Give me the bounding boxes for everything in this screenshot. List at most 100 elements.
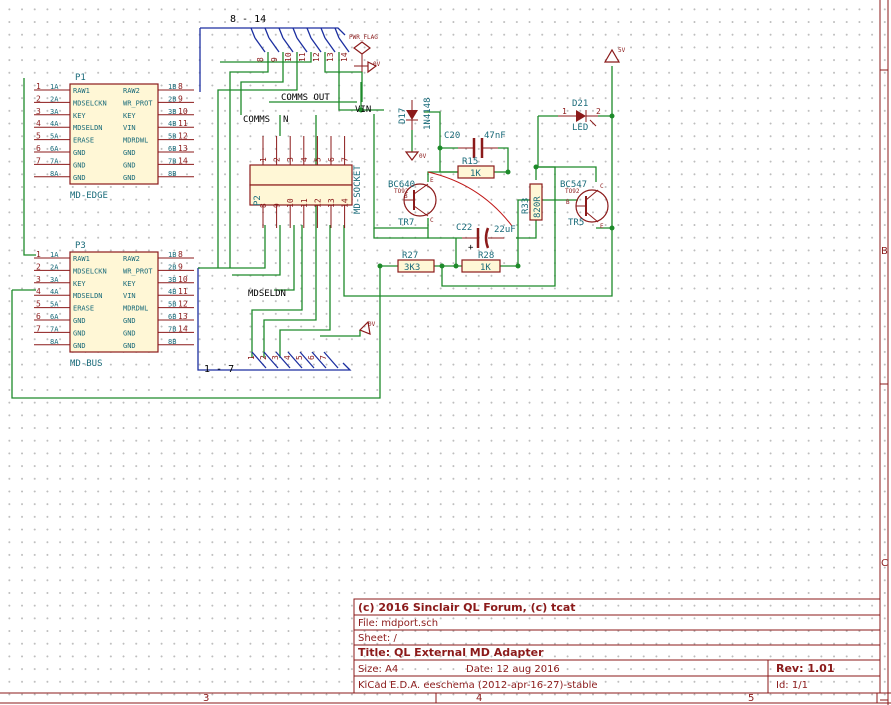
p3-left-pin-letter: 6A xyxy=(50,313,59,321)
gnd-d17-label: 0V xyxy=(419,153,427,160)
p3-left-pin-letter: 3A xyxy=(50,276,59,284)
resistor-r33[interactable]: R33 820R xyxy=(521,183,543,221)
r27-value: 3K3 xyxy=(404,263,420,273)
p3-left-pin-name: GND xyxy=(73,342,86,350)
p1-right-pin-name: GND xyxy=(123,161,136,169)
p3-right-pin-letter: 7B xyxy=(168,325,176,333)
capacitor-c22[interactable]: C22 22uF + xyxy=(456,223,516,253)
diode-d17[interactable]: D17 1N4148 xyxy=(398,97,433,130)
tr7-pin-c: C xyxy=(430,217,434,224)
d17-ref: D17 xyxy=(398,108,408,124)
sheet-path: Sheet: / xyxy=(358,633,397,644)
p2-bottom-pin: 11 xyxy=(300,198,309,208)
resistor-r27[interactable]: R27 3K3 xyxy=(397,251,435,273)
p3-left-pin-name: KEY xyxy=(73,280,86,288)
p1-left-pin-letter: 1A xyxy=(50,83,59,91)
net-label-mdseldn: MDSELDN xyxy=(248,289,286,299)
p2-top-pin: 4 xyxy=(300,157,309,162)
p1-left-pin-letter: 2A xyxy=(50,95,59,103)
p3-right-pin-name: GND xyxy=(123,317,136,325)
p1-left-pin-number: 6 xyxy=(36,144,41,153)
p1-left-pin-number: 7 xyxy=(36,156,41,165)
bus-wires: 8 - 14 1 - 7 xyxy=(197,14,352,375)
net-label-vin: VIN xyxy=(355,105,371,115)
tr7-pin-b: B xyxy=(404,193,408,200)
p1-right-pin-number: 9 xyxy=(178,94,183,103)
p3-right-pin-number: 14 xyxy=(178,324,188,333)
p1-right-pin-number: 8 xyxy=(178,82,183,91)
resistor-r28[interactable]: R28 1K xyxy=(461,251,501,273)
p3-right-pin-name: GND xyxy=(123,329,136,337)
capacitor-c20[interactable]: C20 47nF xyxy=(444,131,506,158)
c22-ref: C22 xyxy=(456,223,472,233)
c20-ref: C20 xyxy=(444,131,460,141)
p3-right-pin-name: GND xyxy=(123,342,136,350)
tr5-pin-b: B xyxy=(566,199,570,206)
p1-right-pin-letter: 1B xyxy=(168,83,176,91)
p1-left-pin-number: 4 xyxy=(36,119,41,128)
p2-bottom-pin: 12 xyxy=(313,198,322,208)
title-block: (c) 2016 Sinclair QL Forum, (c) tcat Fil… xyxy=(353,598,881,694)
lower-bus-entry-label: 4 xyxy=(283,355,292,360)
gnd-symbol-bottom: 0V xyxy=(358,320,376,335)
p3-left-pin-name: ERASE xyxy=(73,305,94,313)
ratsnest-line xyxy=(427,171,513,227)
p1-left-pin-name: MDSELCKN xyxy=(73,99,107,107)
col-label-4: 4 xyxy=(476,693,482,704)
r15-value: 1K xyxy=(470,169,481,179)
p3-ref: P3 xyxy=(75,241,86,251)
p1-left-pin-name: RAW1 xyxy=(73,87,90,95)
p3-left-pin-letter: 1A xyxy=(50,251,59,259)
pwr-flag-label: PWR_FLAG xyxy=(349,34,378,41)
p3-right-pin-letter: 1B xyxy=(168,251,176,259)
vcc-right-label: 5V xyxy=(618,47,626,54)
p1-left-pin-number: 2 xyxy=(36,94,41,103)
bus-label-upper: 8 - 14 xyxy=(230,14,266,25)
p1-right-pin-number: 13 xyxy=(178,144,188,153)
r28-value: 1K xyxy=(480,263,491,273)
p3-left-pin-number: 3 xyxy=(36,275,41,284)
upper-bus-entry-label: 13 xyxy=(326,52,335,62)
upper-bus-entry-label: 14 xyxy=(340,52,349,62)
p2-top-pin: 2 xyxy=(273,157,282,162)
p1-right-pin-letter: 4B xyxy=(168,120,176,128)
pwr-flag-symbol: PWR_FLAG xyxy=(349,34,378,72)
transistor-tr5[interactable]: BC547 TO92 C B E TR5 xyxy=(560,180,609,230)
p3-right-pin-number: 11 xyxy=(178,287,188,296)
p2-bottom-pin: 10 xyxy=(286,198,295,208)
tr5-pin-e: E xyxy=(600,223,604,230)
tr5-pin-c: C xyxy=(600,183,604,190)
p1-left-pin-letter: 4A xyxy=(50,120,59,128)
resistor-r15[interactable]: R15 1K xyxy=(457,157,495,179)
d21-pin2: 2 xyxy=(596,107,601,116)
p1-left-pin-number: 5 xyxy=(36,132,41,141)
d21-value: LED xyxy=(572,123,588,133)
p2-bottom-pin: 13 xyxy=(327,198,336,208)
led-d21[interactable]: D21 LED 1 2 xyxy=(558,99,601,133)
p3-left-pin-letter: 4A xyxy=(50,288,59,296)
upper-bus-entry-label: 8 xyxy=(256,57,265,62)
paper-size: Size: A4 xyxy=(358,664,398,675)
p1-left-pin-name: KEY xyxy=(73,112,86,120)
p1-right-pin-letter: 8B xyxy=(168,170,176,178)
tool-version: KiCad E.D.A. eeschema (2012-apr-16-27)-s… xyxy=(358,680,598,691)
r33-value: 820R xyxy=(533,196,543,218)
p1-left-pin-letter: 6A xyxy=(50,145,59,153)
p1-right-pin-number: 11 xyxy=(178,119,188,128)
p1-right-pin-letter: 5B xyxy=(168,133,176,141)
p3-left-pin-name: MDSELDN xyxy=(73,292,103,300)
transistor-tr7[interactable]: BC640 TO92 E B C TR7 xyxy=(388,177,437,228)
p1-left-pin-letter: 3A xyxy=(50,108,59,116)
file-name: File: mdport.sch xyxy=(358,618,438,629)
p1-value: MD-EDGE xyxy=(70,191,108,201)
upper-bus-entry-label: 10 xyxy=(284,52,293,62)
p3-right-pin-letter: 4B xyxy=(168,288,176,296)
p1-right-pin-name: VIN xyxy=(123,124,136,132)
p3-left-pin-number: 7 xyxy=(36,324,41,333)
lower-bus-entry-label: 3 xyxy=(271,355,280,360)
